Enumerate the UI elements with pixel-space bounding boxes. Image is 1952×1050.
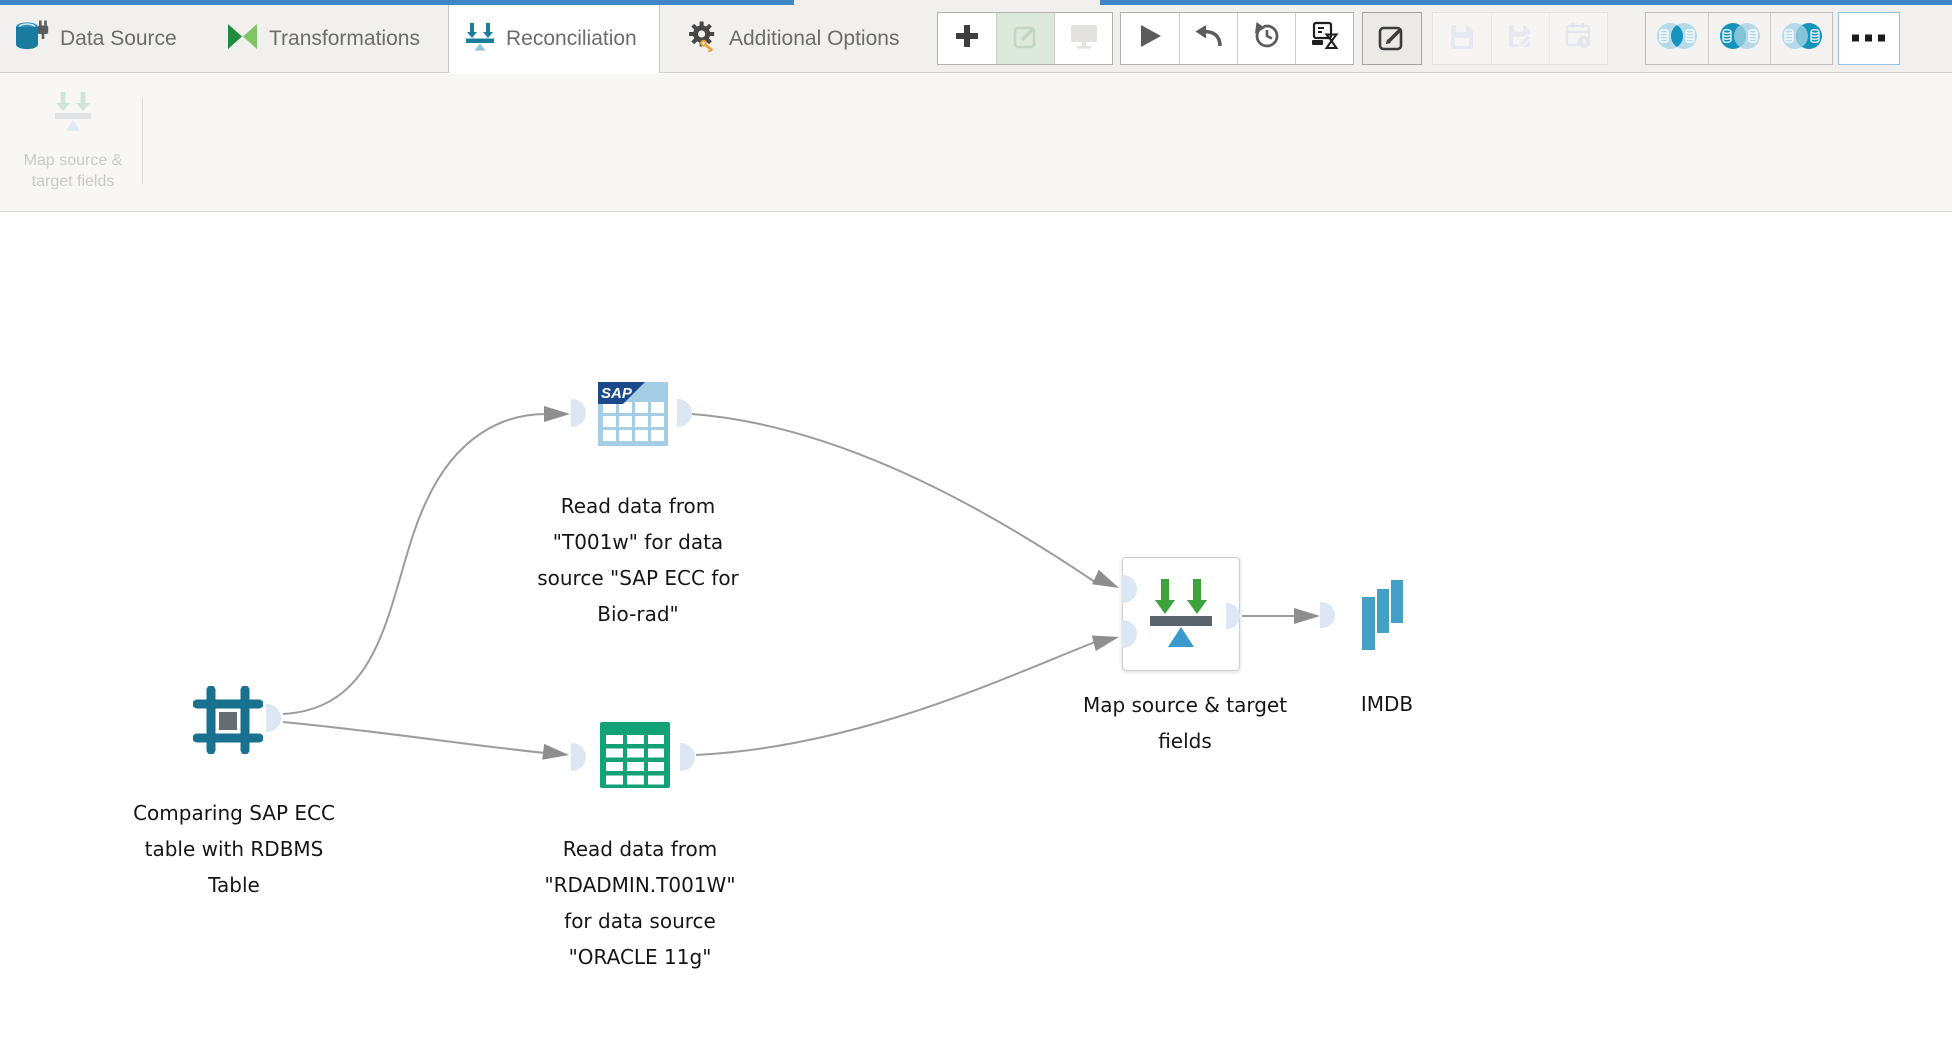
job-status-button[interactable] xyxy=(1295,13,1353,64)
imdb-target-node-icon[interactable] xyxy=(1362,580,1404,655)
undo-arrow-icon xyxy=(1194,22,1224,55)
port-sap-output[interactable] xyxy=(677,399,692,427)
join-right-button[interactable] xyxy=(1770,13,1832,64)
save-button-disabled[interactable] xyxy=(1433,13,1491,64)
save-floppy-icon xyxy=(1447,21,1477,56)
port-oracle-output[interactable] xyxy=(680,743,695,771)
port-sap-input[interactable] xyxy=(571,399,586,427)
monitor-button-disabled[interactable] xyxy=(1054,13,1112,64)
port-map-input-bottom[interactable] xyxy=(1122,620,1137,648)
port-map-output[interactable] xyxy=(1226,603,1240,629)
history-clock-icon xyxy=(1252,21,1282,56)
port-map-input-top[interactable] xyxy=(1122,575,1137,603)
tab-transformations[interactable]: Transformations xyxy=(213,5,434,73)
calendar-clock-icon xyxy=(1564,21,1594,56)
port-oracle-input[interactable] xyxy=(571,743,586,771)
tab-data-source[interactable]: Data Source xyxy=(0,5,191,73)
tab-label: Reconciliation xyxy=(506,27,637,50)
tab-label: Data Source xyxy=(60,27,177,50)
header-toolbar: Data Source Transformations Reconciliati… xyxy=(0,0,1952,73)
oracle-table-node-icon[interactable] xyxy=(600,722,670,793)
comparing-node-label: Comparing SAP ECC table with RDBMS Table xyxy=(133,801,335,897)
save-as-floppy-pencil-icon xyxy=(1506,21,1536,56)
map-node-label: Map source & target fields xyxy=(1082,693,1288,753)
plus-icon xyxy=(953,22,981,55)
venn-inner-join-icon xyxy=(1654,20,1700,57)
save-as-button-disabled[interactable] xyxy=(1491,13,1549,64)
database-plug-icon xyxy=(14,20,49,59)
reconciliation-balance-icon xyxy=(465,22,495,57)
pencil-square-icon xyxy=(1012,22,1040,55)
schedule-button-disabled[interactable] xyxy=(1549,13,1607,64)
ellipsis-icon xyxy=(1852,30,1886,48)
balance-icon-disabled xyxy=(52,92,94,137)
sap-logo-text: SAP xyxy=(601,385,633,402)
tab-additional-options[interactable]: Additional Options xyxy=(673,5,913,73)
oracle-node-label: Read data from "RDADMIN.T001W" for data … xyxy=(544,837,736,969)
edit-button-disabled[interactable] xyxy=(996,13,1054,64)
job-log-hourglass-icon xyxy=(1310,21,1340,56)
play-icon xyxy=(1137,22,1163,55)
comparing-node-icon[interactable] xyxy=(192,685,264,759)
run-button[interactable] xyxy=(1121,13,1179,64)
node-palette: Map source & target fields xyxy=(0,74,1952,212)
imdb-node-label: IMDB xyxy=(1360,692,1414,716)
port-imdb-input[interactable] xyxy=(1320,602,1335,628)
balance-icon xyxy=(1143,574,1219,655)
map-source-target-node[interactable] xyxy=(1122,557,1240,671)
palette-item-map-source-target[interactable]: Map source & target fields xyxy=(8,90,138,192)
top-accent-strip-right xyxy=(1100,0,1952,5)
join-left-button[interactable] xyxy=(1708,13,1770,64)
undo-button[interactable] xyxy=(1179,13,1237,64)
palette-item-label-line1: Map source & xyxy=(23,152,123,169)
palette-divider xyxy=(142,98,143,184)
venn-right-join-icon xyxy=(1779,20,1825,57)
add-button[interactable] xyxy=(938,13,996,64)
sap-node-label: Read data from "T001w" for data source "… xyxy=(537,494,739,626)
sap-table-node-icon[interactable]: SAP xyxy=(598,382,668,451)
monitor-icon xyxy=(1069,22,1099,55)
tab-label: Transformations xyxy=(269,27,420,50)
join-inner-button[interactable] xyxy=(1646,13,1708,64)
tab-reconciliation[interactable]: Reconciliation xyxy=(448,5,660,73)
venn-left-join-icon xyxy=(1717,20,1763,57)
edit-mode-button[interactable] xyxy=(1362,12,1422,65)
palette-item-label-line2: target fields xyxy=(31,173,115,190)
more-options-button[interactable] xyxy=(1838,12,1900,65)
top-accent-strip-left xyxy=(0,0,794,5)
gear-key-icon xyxy=(687,21,718,58)
history-button[interactable] xyxy=(1237,13,1295,64)
tab-label: Additional Options xyxy=(729,27,900,50)
transformations-bowtie-icon xyxy=(227,23,258,56)
wire-comparing-to-oracle xyxy=(282,721,546,754)
compose-pencil-icon xyxy=(1377,21,1408,57)
port-comparing-output[interactable] xyxy=(266,704,281,732)
